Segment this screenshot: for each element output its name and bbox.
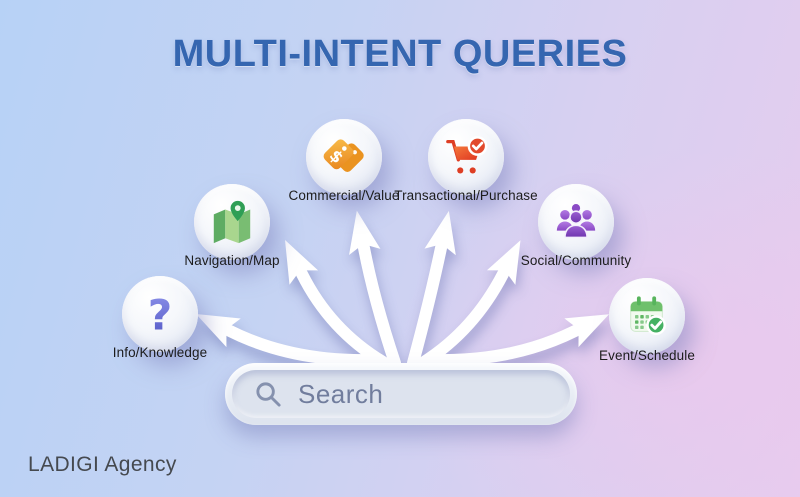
- arrow-to-info-knowledge: [196, 314, 378, 367]
- search-bar[interactable]: Search: [225, 363, 577, 425]
- brand-logo-text: LADIGI Agency: [28, 453, 177, 476]
- intent-label-event-schedule: Event/Schedule: [599, 348, 695, 363]
- svg-text:?: ?: [148, 291, 172, 337]
- calendar-check-icon: [609, 278, 685, 354]
- price-tags-icon: $: [306, 119, 382, 195]
- arrow-to-social-community: [418, 240, 521, 368]
- intent-label-info-knowledge: Info/Knowledge: [112, 345, 208, 360]
- intent-label-transactional-purchase: Transactional/Purchase: [394, 188, 538, 203]
- intent-commercial-value: $: [306, 119, 382, 195]
- arrow-to-commercial-value: [349, 210, 401, 369]
- question-mark-icon: ?: [122, 276, 198, 352]
- arrow-to-event-schedule: [428, 314, 610, 367]
- intent-social-community: [538, 184, 614, 260]
- people-icon: [538, 184, 614, 260]
- intent-label-social-community: Social/Community: [520, 253, 632, 268]
- map-pin-icon: [194, 184, 270, 260]
- shopping-cart-icon: [428, 119, 504, 195]
- page-title: MULTI-INTENT QUERIES: [172, 33, 628, 75]
- arrow-to-navigation-map: [284, 240, 389, 368]
- search-placeholder-text: Search: [298, 378, 384, 409]
- intent-info-knowledge: ?: [122, 276, 198, 352]
- intent-label-navigation-map: Navigation/Map: [184, 253, 280, 268]
- intent-event-schedule: [609, 278, 685, 354]
- intent-navigation-map: [194, 184, 270, 260]
- intent-label-commercial-value: Commercial/Value: [288, 188, 400, 203]
- search-input[interactable]: Search: [232, 370, 570, 418]
- arrow-to-transactional-purchase: [407, 210, 456, 369]
- magnifier-icon: [254, 380, 283, 409]
- intent-transactional-purchase: [428, 119, 504, 195]
